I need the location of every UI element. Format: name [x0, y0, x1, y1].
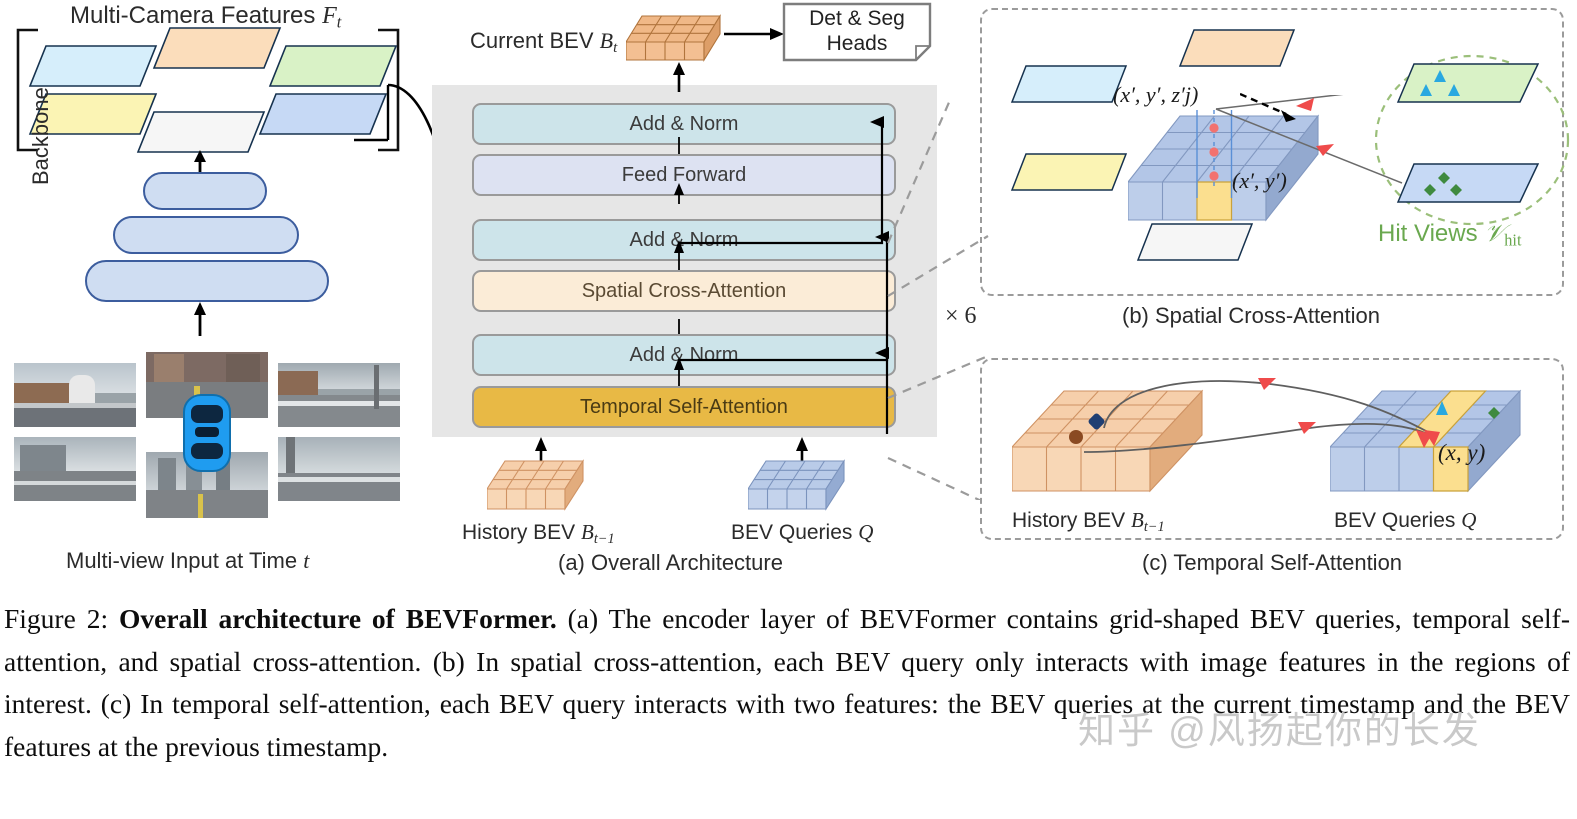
panel-c-temporal-arrows — [1083, 378, 1440, 453]
history-bev-caption: History BEV Bt−1 — [462, 520, 615, 547]
figure-body: (a) The encoder layer of BEVFormer conta… — [4, 603, 1571, 762]
backbone-label: Backbone — [28, 87, 53, 185]
figure-number: Figure 2: — [4, 603, 109, 634]
panel-b-pillar-label: (x′, y′) — [1232, 168, 1287, 193]
multi-camera-features-title: Multi-Camera Features Ft — [70, 2, 341, 33]
features-title-text: Multi-Camera Features — [70, 2, 316, 29]
backbone-block-top — [143, 172, 267, 210]
current-bev-cube — [626, 14, 721, 62]
current-bev-label: Current BEV Bt — [470, 28, 618, 57]
camera-view-back-left — [14, 437, 136, 501]
block-add-norm-middle[interactable]: Add & Norm — [472, 219, 896, 261]
panel-a-caption: (a) Overall Architecture — [558, 550, 783, 575]
block-spatial-cross-attention[interactable]: Spatial Cross-Attention — [472, 270, 896, 312]
panel-c-callout — [980, 358, 1564, 540]
features-symbol: F — [322, 3, 337, 29]
heads-line-2: Heads — [826, 32, 888, 55]
figure-caption: Figure 2: Overall architecture of BEVFor… — [4, 598, 1570, 768]
camera-view-front-right — [278, 363, 400, 427]
hit-views-ellipse — [1374, 54, 1570, 226]
panel-b-bev-volume — [1128, 110, 1320, 222]
bev-queries-caption: BEV Queries Q — [731, 520, 874, 544]
block-feed-forward[interactable]: Feed Forward — [472, 154, 896, 196]
figure-title: Overall architecture of BEVFormer. — [119, 603, 557, 634]
ego-vehicle-icon — [183, 394, 231, 472]
panel-b-plane-green-hit — [1396, 62, 1540, 104]
backbone-block-bottom — [85, 260, 329, 302]
panel-b-plane-cyan — [1010, 64, 1128, 104]
heads-line-1: Det & Seg — [809, 7, 905, 30]
feature-plane-white — [136, 110, 266, 154]
encoder-out-arrow — [673, 62, 685, 92]
block-add-norm-top[interactable]: Add & Norm — [472, 103, 896, 145]
panel-c-queries-cube — [1330, 389, 1522, 493]
multiview-caption: Multi-view Input at Time t — [66, 548, 310, 573]
panel-b-projection-rays — [1215, 95, 1403, 184]
panel-b-callout — [980, 8, 1564, 296]
callout-connectors — [886, 99, 989, 500]
feature-plane-orange — [152, 26, 282, 70]
feature-plane-yellow — [28, 92, 158, 136]
bev-queries-cube — [748, 459, 846, 511]
panel-b-plane-yellow — [1010, 152, 1128, 192]
block-temporal-self-attention[interactable]: Temporal Self-Attention — [472, 386, 896, 428]
panel-b-plane-orange — [1178, 28, 1296, 68]
det-seg-heads-box — [782, 2, 932, 62]
panel-c-queries-caption: BEV Queries Q — [1334, 508, 1477, 532]
camera-view-front-left — [14, 363, 136, 427]
camera-view-front — [146, 352, 268, 418]
panel-b-ref-point-label: (x′, y′, z′j) — [1113, 82, 1199, 107]
camera-view-back-right — [278, 437, 400, 501]
panel-c-history-caption: History BEV Bt−1 — [1012, 508, 1165, 535]
repeat-count-label: × 6 — [945, 303, 977, 329]
feature-plane-cyan — [28, 44, 158, 88]
features-bracket — [16, 28, 400, 152]
panel-c-caption: (c) Temporal Self-Attention — [1142, 550, 1403, 575]
panel-b-ref-pointer-arrow — [1240, 92, 1296, 122]
features-symbol-sub: t — [336, 12, 342, 32]
hit-views-label: Hit Views 𝒱hit — [1378, 220, 1522, 250]
feature-plane-blue — [258, 92, 388, 136]
backbone-block-middle — [113, 216, 299, 254]
panel-b-plane-blue-hit — [1396, 162, 1540, 204]
block-add-norm-bottom[interactable]: Add & Norm — [472, 334, 896, 376]
feature-plane-green — [268, 44, 398, 88]
panel-c-cell-label: (x, y) — [1438, 440, 1486, 465]
camera-view-back — [146, 452, 268, 518]
det-seg-heads-label: Det & Seg Heads — [784, 4, 930, 58]
history-bev-cube — [487, 459, 585, 511]
encoder-internal-arrows — [674, 116, 889, 434]
panel-b-caption: (b) Spatial Cross-Attention — [1122, 303, 1380, 328]
panel-b-plane-white — [1136, 222, 1254, 262]
input-to-backbone-arrow — [194, 302, 206, 336]
bev-to-heads-arrow — [724, 28, 784, 40]
